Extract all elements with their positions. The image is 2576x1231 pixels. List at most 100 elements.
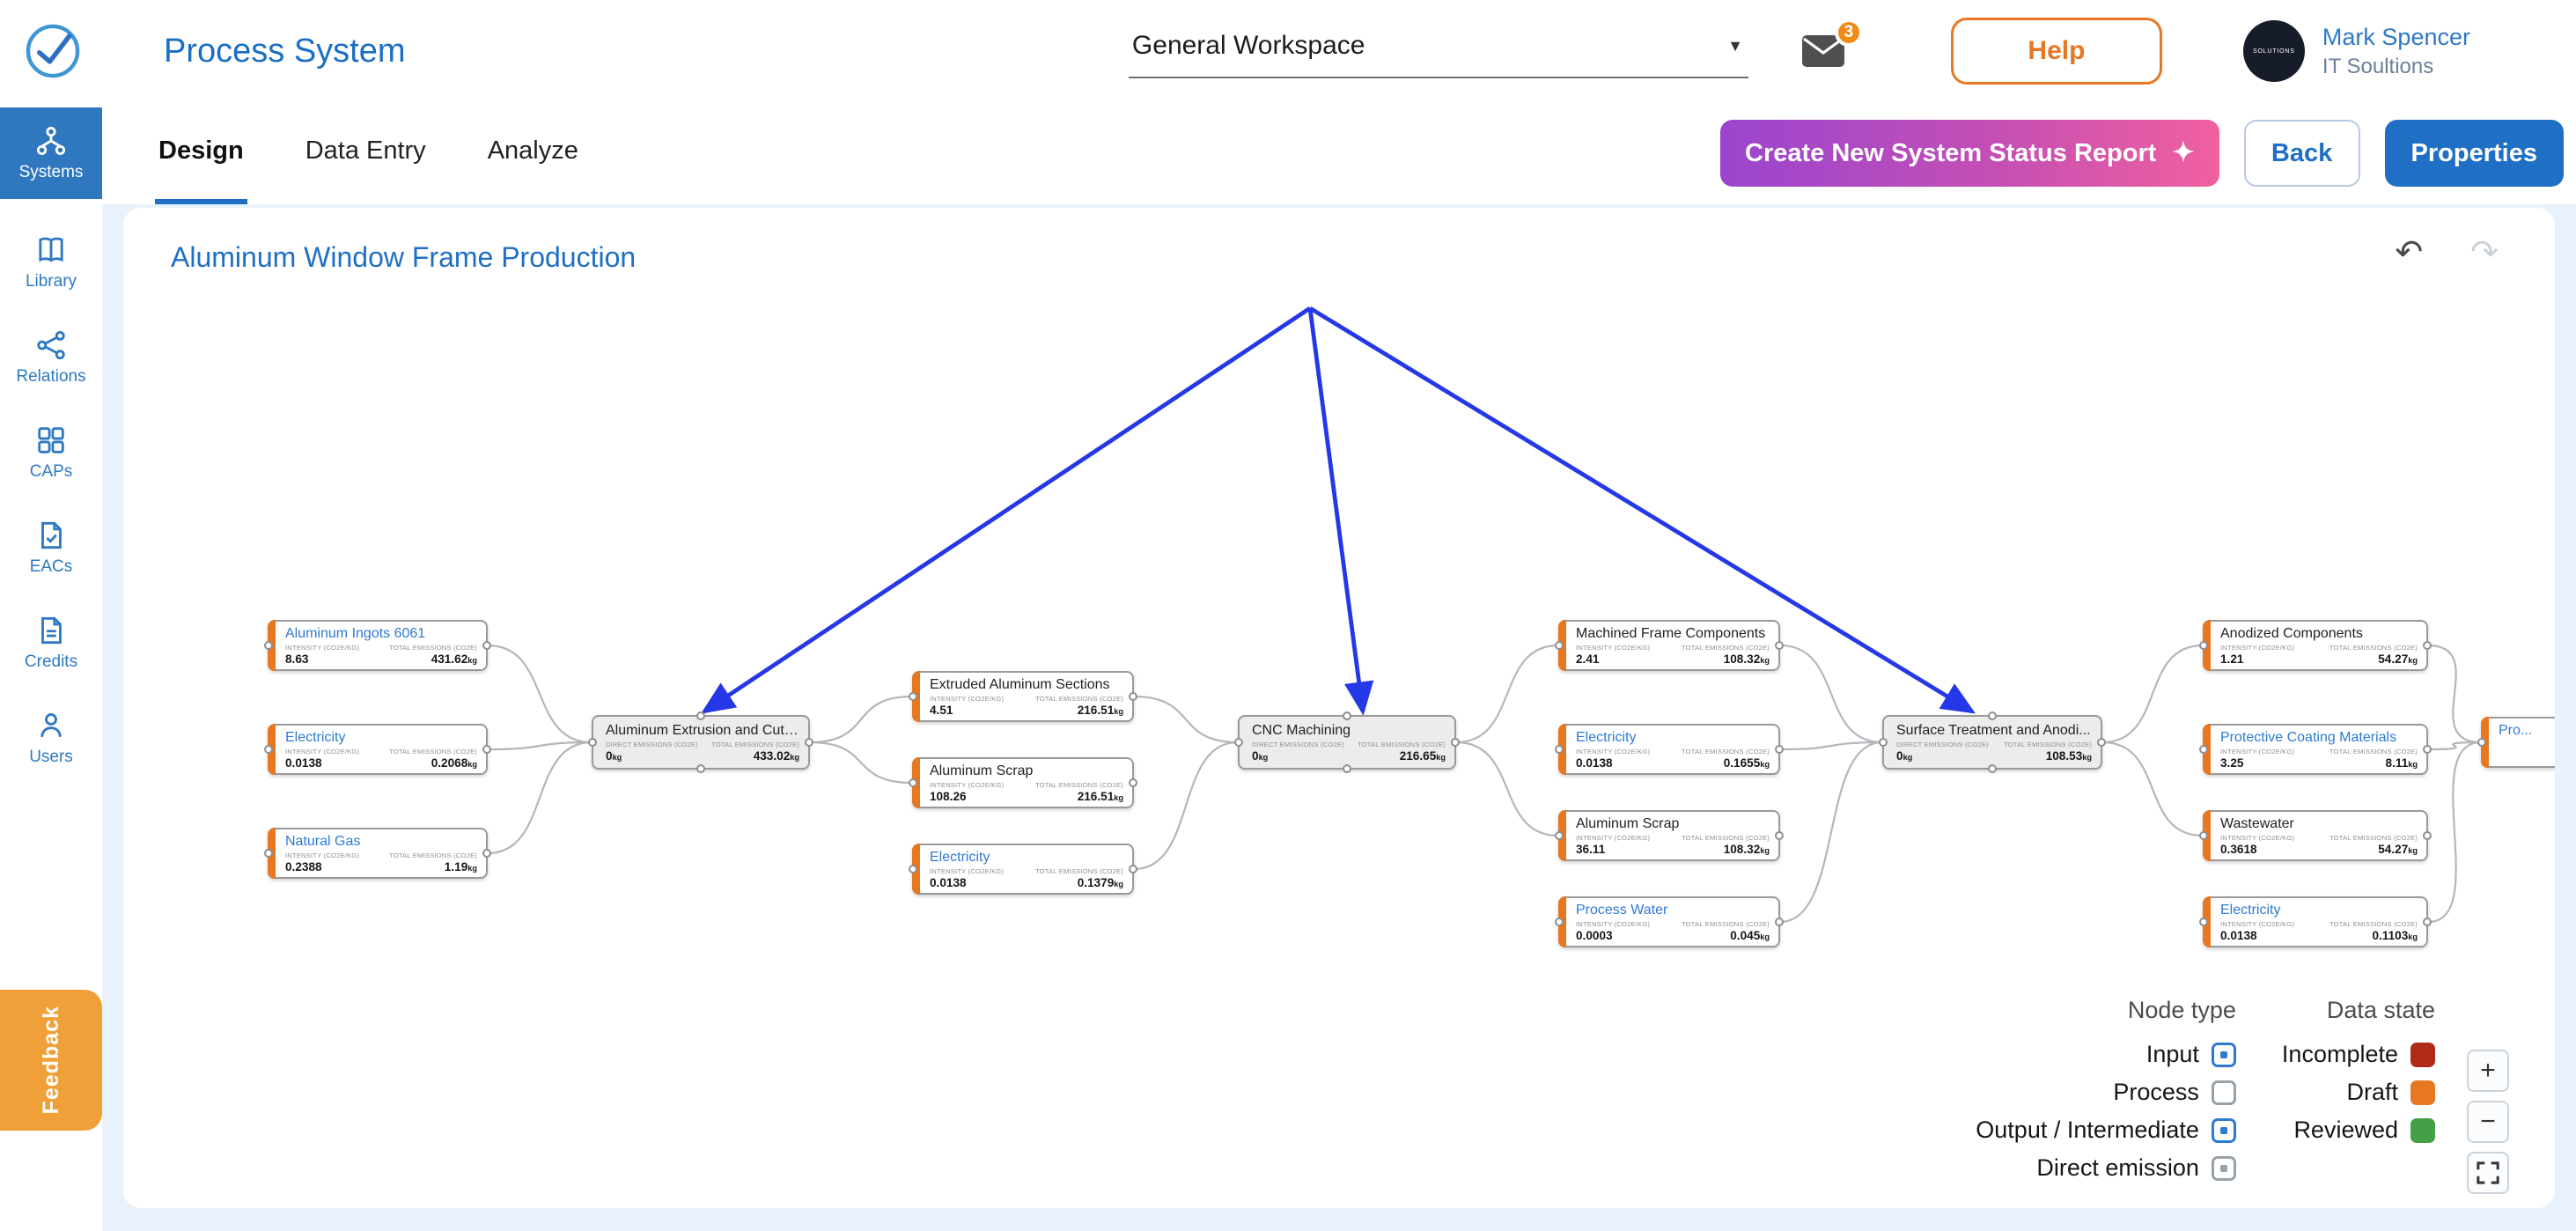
node-title: Process Water <box>1576 903 1770 918</box>
diagram-node[interactable]: Aluminum ScrapINTENSITY (CO2E/KG)108.26T… <box>912 757 1134 808</box>
node-values: INTENSITY (CO2E/KG)108.26TOTAL EMISSIONS… <box>930 782 1123 804</box>
diagram-node[interactable]: Process WaterINTENSITY (CO2E/KG)0.0003TO… <box>1558 896 1780 947</box>
connector-dot[interactable] <box>2199 918 2208 926</box>
connector-dot[interactable] <box>2199 641 2208 650</box>
legend-row-output: Output / Intermediate <box>1976 1111 2236 1149</box>
connector-dot[interactable] <box>1451 738 1460 747</box>
sidebar-item-label: Systems <box>19 163 84 182</box>
diagram-node[interactable]: WastewaterINTENSITY (CO2E/KG)0.3618TOTAL… <box>2203 810 2428 861</box>
connector-dot[interactable] <box>1343 764 1351 773</box>
connector-dot[interactable] <box>1879 738 1888 747</box>
feedback-button[interactable]: Feedback <box>0 990 102 1131</box>
diagram-node[interactable]: ElectricityINTENSITY (CO2E/KG)0.0138TOTA… <box>2203 896 2428 947</box>
diagram-node[interactable]: Machined Frame ComponentsINTENSITY (CO2E… <box>1558 620 1780 671</box>
diagram-canvas[interactable]: Aluminum Window Frame Production ↶ ↷ Alu… <box>123 208 2555 1208</box>
connector-dot[interactable] <box>1129 692 1137 701</box>
diagram-node[interactable]: Aluminum ScrapINTENSITY (CO2E/KG)36.11TO… <box>1558 810 1780 861</box>
connector-dot[interactable] <box>1555 641 1564 650</box>
diagram-node[interactable]: Aluminum Extrusion and Cutti...DIRECT EM… <box>592 715 810 770</box>
zoom-in-button[interactable]: + <box>2467 1050 2509 1092</box>
connector-dot[interactable] <box>264 849 273 858</box>
logo-check-icon <box>23 21 83 81</box>
node-title: Wastewater <box>2220 816 2418 832</box>
connector-dot[interactable] <box>2423 831 2432 840</box>
node-title: Electricity <box>1576 730 1770 746</box>
node-title: Aluminum Extrusion and Cutti... <box>606 723 799 739</box>
connector-dot[interactable] <box>2199 745 2208 754</box>
connector-dot[interactable] <box>909 778 917 787</box>
tab-data-entry[interactable]: Data Entry <box>302 102 430 204</box>
sidebar-item-library[interactable]: Library <box>0 227 102 298</box>
sidebar-item-caps[interactable]: CAPs <box>0 417 102 488</box>
diagram-legend: Node type Input Process Output / Interme… <box>1976 997 2435 1187</box>
tab-design[interactable]: Design <box>155 102 247 204</box>
connector-dot[interactable] <box>588 738 597 747</box>
connector-dot[interactable] <box>909 692 917 701</box>
diagram-node[interactable]: Pro... <box>2481 717 2555 768</box>
help-button[interactable]: Help <box>1951 18 2162 85</box>
connector-dot[interactable] <box>1343 711 1351 720</box>
connector-dot[interactable] <box>2423 745 2432 754</box>
diagram-node[interactable]: Aluminum Ingots 6061INTENSITY (CO2E/KG)8… <box>268 620 488 671</box>
connector-dot[interactable] <box>482 745 491 754</box>
connector-dot[interactable] <box>1988 764 1997 773</box>
create-report-button[interactable]: Create New System Status Report ✦ <box>1720 120 2219 187</box>
sidebar-item-credits[interactable]: Credits <box>0 608 102 678</box>
node-title: Anodized Components <box>2220 626 2418 642</box>
connector-dot[interactable] <box>1129 865 1137 873</box>
connector-dot[interactable] <box>2477 738 2486 747</box>
incomplete-swatch <box>2410 1043 2435 1067</box>
connector-dot[interactable] <box>264 641 273 650</box>
zoom-out-button[interactable]: − <box>2467 1101 2509 1143</box>
connector-dot[interactable] <box>696 764 705 773</box>
connector-dot[interactable] <box>1775 918 1784 926</box>
diagram-node[interactable]: ElectricityINTENSITY (CO2E/KG)0.0138TOTA… <box>268 724 488 775</box>
avatar[interactable]: SOLUTIONS <box>2243 20 2305 82</box>
connector-dot[interactable] <box>696 711 705 720</box>
connector-dot[interactable] <box>2199 831 2208 840</box>
connector-dot[interactable] <box>1129 778 1137 787</box>
user-info: Mark Spencer IT Soultions <box>2322 22 2470 80</box>
legend-row-reviewed: Reviewed <box>2293 1111 2435 1149</box>
node-title: Aluminum Scrap <box>1576 816 1770 832</box>
workspace-select[interactable]: General Workspace ▼ <box>1129 24 1748 78</box>
diagram-node[interactable]: Protective Coating MaterialsINTENSITY (C… <box>2203 724 2428 775</box>
connector-dot[interactable] <box>482 641 491 650</box>
fullscreen-button[interactable] <box>2467 1152 2509 1194</box>
diagram-node[interactable]: ElectricityINTENSITY (CO2E/KG)0.0138TOTA… <box>912 844 1134 895</box>
diagram-node[interactable]: Surface Treatment and Anodi...DIRECT EMI… <box>1882 715 2102 770</box>
connector-dot[interactable] <box>2097 738 2106 747</box>
user-name: Mark Spencer <box>2322 22 2470 53</box>
connector-dot[interactable] <box>1555 831 1564 840</box>
tab-analyze[interactable]: Analyze <box>484 102 582 204</box>
connector-dot[interactable] <box>1988 711 1997 720</box>
sidebar-item-users[interactable]: Users <box>0 703 102 773</box>
diagram-node[interactable]: ElectricityINTENSITY (CO2E/KG)0.0138TOTA… <box>1558 724 1780 775</box>
connector-dot[interactable] <box>1234 738 1243 747</box>
mail-button[interactable]: 3 <box>1801 34 1845 68</box>
connector-dot[interactable] <box>805 738 813 747</box>
diagram-node[interactable]: Natural GasINTENSITY (CO2E/KG)0.2388TOTA… <box>268 828 488 879</box>
connector-dot[interactable] <box>2423 918 2432 926</box>
connector-dot[interactable] <box>1775 745 1784 754</box>
connector-dot[interactable] <box>1775 831 1784 840</box>
feedback-label: Feedback <box>39 1006 64 1114</box>
sidebar-item-relations[interactable]: Relations <box>0 322 102 393</box>
connector-dot[interactable] <box>1555 918 1564 926</box>
node-values: INTENSITY (CO2E/KG)4.51TOTAL EMISSIONS (… <box>930 696 1123 718</box>
diagram-node[interactable]: CNC MachiningDIRECT EMISSIONS (CO2E)0kgT… <box>1238 715 1456 770</box>
back-button[interactable]: Back <box>2244 120 2360 187</box>
connector-dot[interactable] <box>1555 745 1564 754</box>
connector-dot[interactable] <box>1775 641 1784 650</box>
sidebar-item-eacs[interactable]: EACs <box>0 512 102 583</box>
properties-button[interactable]: Properties <box>2385 120 2564 187</box>
diagram-node[interactable]: Extruded Aluminum SectionsINTENSITY (CO2… <box>912 671 1134 722</box>
connector-dot[interactable] <box>264 745 273 754</box>
connector-dot[interactable] <box>909 865 917 873</box>
sidebar-item-systems[interactable]: Systems <box>0 107 102 199</box>
connector-dot[interactable] <box>482 849 491 858</box>
diagram-node[interactable]: Anodized ComponentsINTENSITY (CO2E/KG)1.… <box>2203 620 2428 671</box>
connector-dot[interactable] <box>2423 641 2432 650</box>
node-title: Aluminum Scrap <box>930 763 1123 779</box>
